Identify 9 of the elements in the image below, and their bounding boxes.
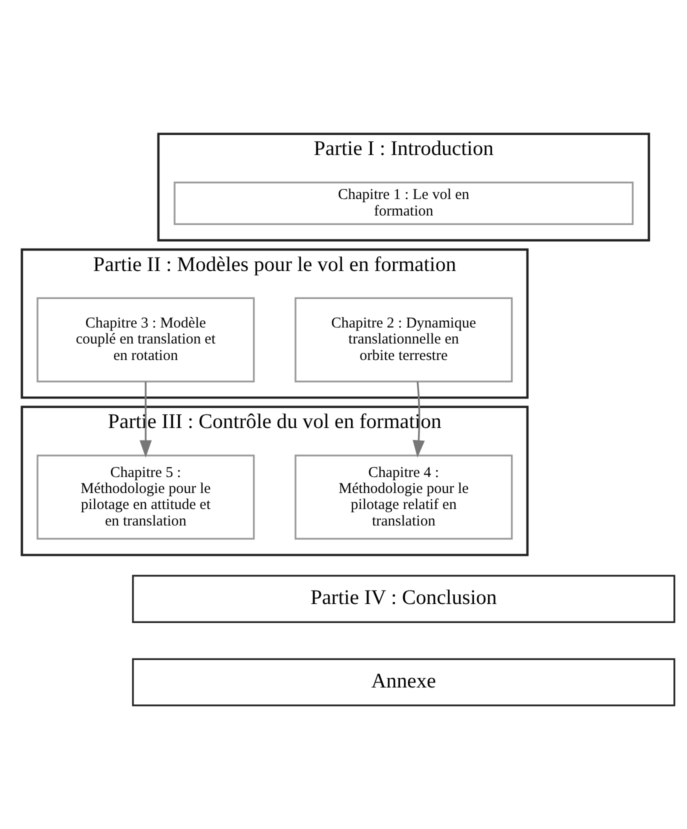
node-box: Annexe <box>132 658 676 706</box>
node-box: Chapitre 5 : Méthodologie pour le pilotage en attitude et en translation <box>36 454 255 540</box>
arrow <box>140 381 152 458</box>
node-box: Chapitre 3 : Modèle couplé en translation et en rotation <box>36 296 255 382</box>
node-box: Chapitre 4 : Méthodologie pour le pilotage relatif en translation <box>294 454 513 540</box>
arrow <box>412 381 425 458</box>
node-box: Partie IV : Conclusion <box>132 574 676 622</box>
node-box: Chapitre 2 : Dynamique translationnelle en orbite terrestre <box>294 296 513 382</box>
node-box: Chapitre 1 : Le vol en formation <box>174 181 634 224</box>
